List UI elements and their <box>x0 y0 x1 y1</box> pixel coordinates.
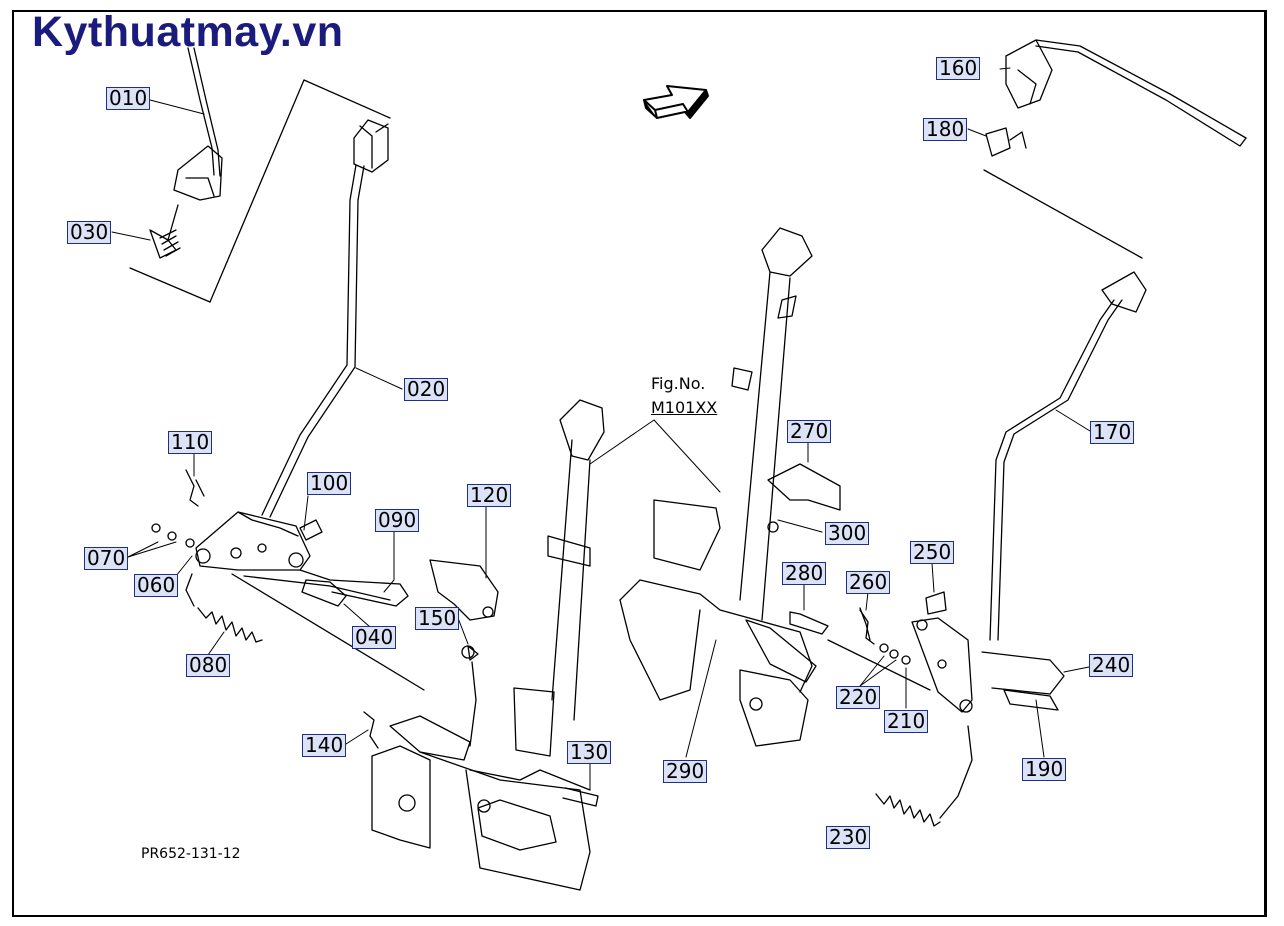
spring-080 <box>185 573 263 643</box>
part-label-010[interactable]: 010 <box>106 87 151 110</box>
part-label-040[interactable]: 040 <box>352 626 397 649</box>
right-pivot-bracket <box>827 591 1065 713</box>
direction-arrow <box>643 85 709 119</box>
part-label-090[interactable]: 090 <box>375 509 420 532</box>
group-010-box <box>129 79 391 303</box>
group-160-link <box>983 169 1143 259</box>
part-label-160[interactable]: 160 <box>936 57 981 80</box>
part-label-230[interactable]: 230 <box>826 826 871 849</box>
figure-ref-line2: M101XX <box>651 398 718 417</box>
part-label-060[interactable]: 060 <box>134 574 179 597</box>
part-label-110[interactable]: 110 <box>168 431 213 454</box>
part-label-190[interactable]: 190 <box>1022 758 1067 781</box>
part-label-150[interactable]: 150 <box>415 607 460 630</box>
part-label-250[interactable]: 250 <box>910 541 955 564</box>
part-label-080[interactable]: 080 <box>186 654 231 677</box>
part-label-300[interactable]: 300 <box>825 522 870 545</box>
right-lever-170 <box>989 271 1147 641</box>
part-010-lever <box>149 47 223 259</box>
document-code: PR652-131-12 <box>141 846 241 862</box>
part-label-020[interactable]: 020 <box>404 378 449 401</box>
part-label-170[interactable]: 170 <box>1090 421 1135 444</box>
part-160-lever <box>985 39 1247 157</box>
part-label-240[interactable]: 240 <box>1089 654 1134 677</box>
spring-230 <box>875 725 973 827</box>
part-label-260[interactable]: 260 <box>846 571 891 594</box>
part-label-290[interactable]: 290 <box>663 760 708 783</box>
part-label-180[interactable]: 180 <box>923 118 968 141</box>
part-label-140[interactable]: 140 <box>302 734 347 757</box>
part-label-270[interactable]: 270 <box>787 420 832 443</box>
part-label-100[interactable]: 100 <box>307 472 352 495</box>
left-lever-020 <box>261 119 389 518</box>
part-label-120[interactable]: 120 <box>467 484 512 507</box>
center-frame <box>363 399 605 891</box>
part-label-220[interactable]: 220 <box>836 686 881 709</box>
part-label-130[interactable]: 130 <box>567 741 612 764</box>
part-label-210[interactable]: 210 <box>884 710 929 733</box>
diagram-frame <box>12 10 1267 917</box>
left-pivot-bracket <box>151 469 425 691</box>
part-label-280[interactable]: 280 <box>782 562 827 585</box>
figure-ref-line1: Fig.No. <box>651 374 706 393</box>
part-label-030[interactable]: 030 <box>67 221 112 244</box>
right-center-frame <box>619 227 871 747</box>
part-label-070[interactable]: 070 <box>84 547 129 570</box>
leader-lines <box>111 67 1105 791</box>
watermark-logo: Kythuatmay.vn <box>32 8 344 56</box>
